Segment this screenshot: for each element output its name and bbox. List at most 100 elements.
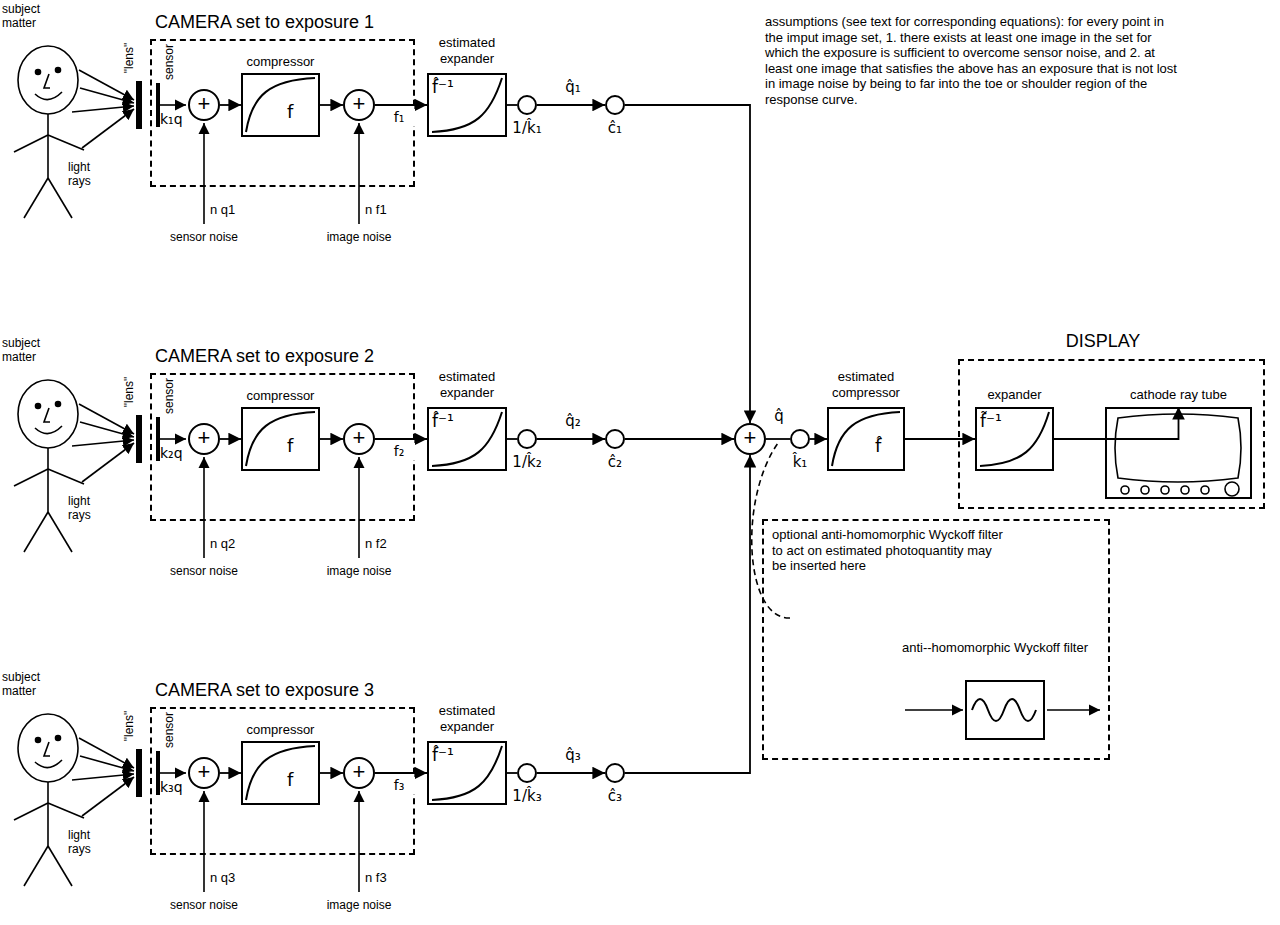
node-text: CAMERA set to exposure 2	[155, 346, 455, 368]
multiplier: k̂₁	[790, 429, 810, 449]
note-text: assumptions (see text for corresponding …	[765, 14, 1185, 108]
multiplier: ĉ₂	[605, 429, 625, 449]
node-text: +	[343, 423, 375, 453]
connector	[375, 438, 427, 440]
symbol-label: 1/k̂₂	[495, 453, 559, 471]
node-text: DISPLAY	[1028, 331, 1178, 353]
part-label: sensor	[162, 378, 176, 414]
summing-junction: +	[343, 423, 375, 455]
box-heading: estimated expander	[427, 703, 507, 734]
symbol-label: ĉ₁	[583, 119, 647, 137]
connector	[810, 438, 827, 440]
compressor-box: compressorf	[241, 407, 320, 471]
node-text: +	[734, 423, 766, 453]
outline	[605, 429, 625, 449]
node-text: +	[343, 89, 375, 119]
connector	[625, 438, 734, 440]
node-text: CAMERA set to exposure 1	[155, 12, 455, 34]
outline	[241, 73, 320, 137]
connector	[220, 104, 241, 106]
multiplier: ĉ₃	[605, 763, 625, 783]
node-text: +	[188, 89, 220, 119]
node-text: CAMERA set to exposure 3	[155, 680, 455, 702]
filter-callout: optional anti-homomorphic Wyckoff filter…	[762, 519, 1110, 760]
connector	[220, 772, 241, 774]
connector	[320, 438, 343, 440]
connector	[537, 772, 605, 774]
summing-junction: +	[343, 89, 375, 121]
part-label: n f2	[365, 536, 409, 552]
part-label: sensor noise	[164, 564, 244, 578]
signal-label: q̂₂	[554, 412, 592, 430]
connector	[905, 438, 975, 440]
part-label: image noise	[319, 230, 399, 244]
part-label: n f1	[365, 202, 409, 218]
signal-label: f₂	[383, 443, 415, 460]
camera-housing: CAMERA set to exposure 1+compressorf+	[150, 39, 415, 187]
connector	[625, 455, 750, 773]
compressor-box: compressorf	[241, 741, 320, 805]
part-label: k₃q	[160, 779, 190, 796]
symbol-label: f̂⁻¹	[432, 411, 482, 431]
box-heading: compressor	[231, 54, 330, 70]
node-text: +	[343, 757, 375, 787]
signal-label: q̂₁	[554, 78, 592, 96]
connector	[320, 772, 343, 774]
symbol-label: f̃⁻¹	[980, 411, 1030, 431]
part-label: subject matter	[2, 336, 58, 365]
connector	[625, 105, 750, 423]
summing-junction: +	[343, 757, 375, 789]
connector	[1054, 407, 1179, 439]
part-label: image noise	[319, 564, 399, 578]
camera-housing: CAMERA set to exposure 3+compressorf+	[150, 707, 415, 855]
symbol-label: ĉ₂	[583, 453, 647, 471]
connector	[220, 438, 241, 440]
outline	[605, 763, 625, 783]
signal-label: f₃	[383, 777, 415, 794]
part-label: k₂q	[160, 445, 190, 462]
outline	[241, 741, 320, 805]
part-label: k₁q	[160, 111, 190, 128]
part-label: image noise	[319, 898, 399, 912]
part-label: n q2	[210, 536, 254, 552]
node-text: +	[188, 423, 220, 453]
box-heading: estimated expander	[427, 369, 507, 400]
display-housing: DISPLAYexpanderf̃⁻¹cathode ray tube	[958, 359, 1265, 509]
part-label: light rays	[68, 828, 106, 857]
connector	[375, 772, 427, 774]
connector	[537, 438, 605, 440]
summing-junction: +	[188, 89, 220, 121]
symbol-label: f̂⁻¹	[432, 77, 482, 97]
part-label: "lens"	[122, 711, 136, 742]
multiplier: 1/k̂₂	[517, 429, 537, 449]
symbol-label: f̂⁻¹	[432, 745, 482, 765]
expander-box: expanderf̃⁻¹	[975, 407, 1054, 471]
box-heading: expander	[970, 387, 1059, 403]
outline	[517, 763, 537, 783]
connector	[507, 438, 517, 440]
multiplier: ĉ₁	[605, 95, 625, 115]
box-heading: compressor	[231, 722, 330, 738]
signal-label: f₁	[383, 109, 415, 126]
node-text: cathode ray tube	[1100, 387, 1257, 403]
part-label: "lens"	[122, 377, 136, 408]
outline	[517, 95, 537, 115]
connector	[375, 104, 427, 106]
outline	[958, 359, 1265, 509]
symbol-label: f	[287, 101, 311, 123]
box-heading: estimated compressor	[822, 369, 910, 400]
symbol-label: f	[287, 769, 311, 791]
outline	[965, 680, 1045, 740]
part-label: "lens"	[122, 43, 136, 74]
symbol-label: f̂	[875, 435, 899, 457]
part-label: subject matter	[2, 2, 58, 31]
filter-wires	[752, 443, 1100, 721]
outline	[827, 407, 905, 471]
outline	[517, 429, 537, 449]
part-label: light rays	[68, 494, 106, 523]
part-label: n q3	[210, 870, 254, 886]
connector	[320, 104, 343, 106]
